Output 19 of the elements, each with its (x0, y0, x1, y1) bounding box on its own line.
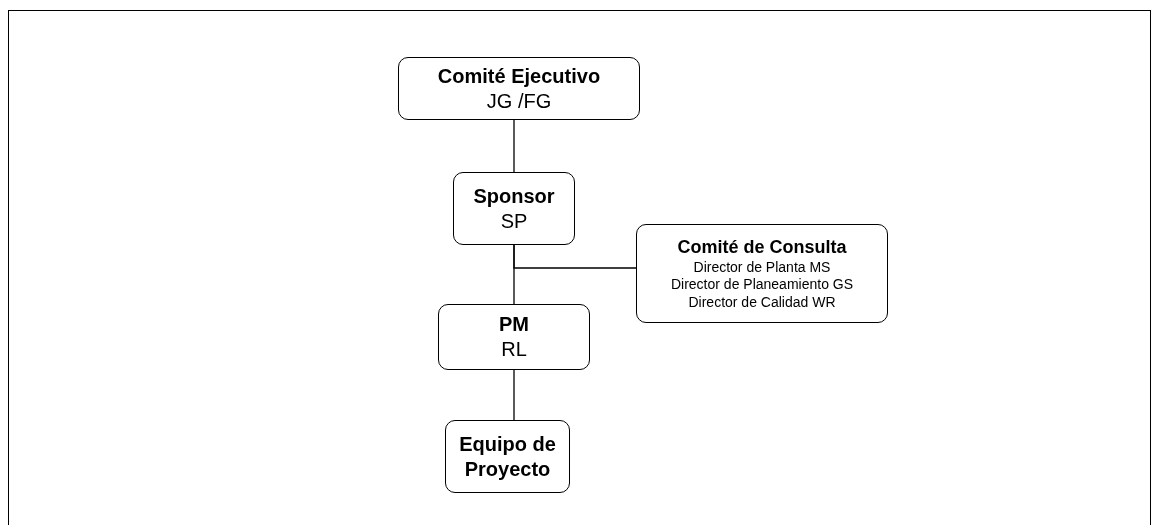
member-name: JG /FG (486, 88, 552, 114)
role-title: Comité de Consulta (677, 236, 847, 259)
connector-line (513, 244, 637, 269)
role-title: Equipo de Proyecto (458, 431, 557, 482)
role-title: PM (499, 312, 529, 337)
org-box (438, 304, 590, 370)
member-name: Director de Planta MS (693, 258, 831, 276)
role-title: Comité Ejecutivo (437, 63, 601, 89)
connector-line (513, 369, 515, 421)
org-box (636, 224, 888, 323)
member-name: RL (501, 337, 527, 362)
member-name: Director de Planeamiento GS (670, 276, 854, 294)
org-box (445, 420, 570, 493)
org-box (453, 172, 575, 245)
connector-line (513, 119, 515, 173)
org-box (398, 57, 640, 120)
role-title: Sponsor (473, 183, 555, 209)
member-name: SP (500, 208, 528, 234)
member-name: Director de Calidad WR (688, 293, 836, 311)
